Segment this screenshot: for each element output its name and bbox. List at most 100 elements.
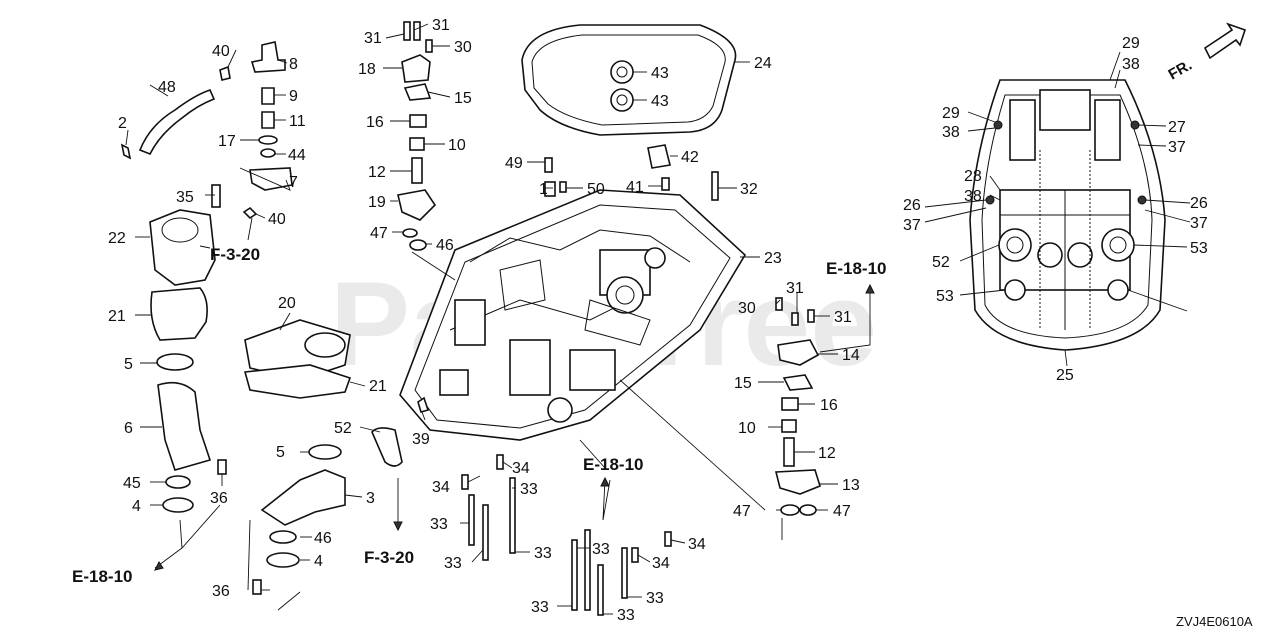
part-label: 1 xyxy=(539,181,548,198)
part-label: 35 xyxy=(176,189,194,206)
hose-part-48 xyxy=(138,89,216,156)
part-label: 43 xyxy=(651,93,669,110)
part-label: 9 xyxy=(289,88,298,105)
cap-part-42 xyxy=(647,144,671,169)
part-label: 16 xyxy=(820,397,838,414)
oring-part-5-left xyxy=(156,353,194,371)
part-label: 37 xyxy=(1190,215,1208,232)
part-label: 26 xyxy=(903,197,921,214)
pin-part-41 xyxy=(661,177,670,191)
part-label: 34 xyxy=(688,536,706,553)
part-label: 46 xyxy=(436,237,454,254)
part-label: 44 xyxy=(288,147,306,164)
part-label: 6 xyxy=(124,420,133,437)
clip-part-40-top xyxy=(219,65,231,81)
part-label: 31 xyxy=(364,30,382,47)
part-label: 34 xyxy=(652,555,670,572)
part-label: 52 xyxy=(932,254,950,271)
part-label: 13 xyxy=(842,477,860,494)
front-direction-label: FR. xyxy=(1166,57,1195,84)
elbow-part-3 xyxy=(260,469,346,526)
part-label: 8 xyxy=(289,56,298,73)
part-label: 12 xyxy=(368,164,386,181)
ref-label-f-3-20: F-3-20 xyxy=(364,548,414,567)
part-label: 33 xyxy=(430,516,448,533)
part-number-labels: 40 48 2 8 9 11 17 44 7 35 40 22 21 20 5 … xyxy=(108,17,1208,624)
part-label: 15 xyxy=(454,90,472,107)
part-label: 12 xyxy=(818,445,836,462)
part-label: 33 xyxy=(531,599,549,616)
part-label: 33 xyxy=(534,545,552,562)
diagram-code: ZVJ4E0610A xyxy=(1176,614,1253,629)
part-label: 4 xyxy=(132,498,141,515)
part-label: 49 xyxy=(505,155,523,172)
bolt-part-49 xyxy=(544,157,553,173)
part-label: 25 xyxy=(1056,367,1074,384)
part-label: 47 xyxy=(833,503,851,520)
oring-part-5-mid xyxy=(308,444,342,460)
part-label: 28 xyxy=(964,168,982,185)
part-label: 43 xyxy=(651,65,669,82)
part-label: 45 xyxy=(123,475,141,492)
part-label: 30 xyxy=(454,39,472,56)
ref-label-e-18-10: E-18-10 xyxy=(826,259,886,278)
part-label: 26 xyxy=(1190,195,1208,212)
valve-stack-parts-8-to-7 xyxy=(211,41,293,220)
part-label: 38 xyxy=(1122,56,1140,73)
part-label: 2 xyxy=(118,115,127,132)
pin-part-1 xyxy=(544,181,556,197)
part-label: 10 xyxy=(448,137,466,154)
part-label: 52 xyxy=(334,420,352,437)
part-label: 31 xyxy=(432,17,450,34)
ref-label-f-3-20: F-3-20 xyxy=(210,245,260,264)
part-label: 38 xyxy=(942,124,960,141)
part-label: 40 xyxy=(212,43,230,60)
part-label: 29 xyxy=(1122,35,1140,52)
part-label: 23 xyxy=(764,250,782,267)
part-label: 53 xyxy=(936,288,954,305)
housing-part-22 xyxy=(149,209,216,286)
part-label: 33 xyxy=(520,481,538,498)
part-label: 20 xyxy=(278,295,296,312)
gasket-part-24 xyxy=(521,24,737,136)
gasket-part-21-left xyxy=(150,287,208,341)
ref-label-e-18-10: E-18-10 xyxy=(72,567,132,586)
clip-part-2 xyxy=(120,143,132,160)
part-label: 5 xyxy=(276,444,285,461)
leader-lines xyxy=(125,23,1191,615)
part-label: 53 xyxy=(1190,240,1208,257)
part-label: 32 xyxy=(740,181,758,198)
seal-part-4-mid xyxy=(266,552,300,568)
main-case-part-23 xyxy=(399,189,747,441)
part-label: 30 xyxy=(738,300,756,317)
part-label: 31 xyxy=(786,280,804,297)
part-label: 36 xyxy=(210,490,228,507)
valve-stack-parts-18-to-46 xyxy=(397,21,437,251)
stud-part-32 xyxy=(711,171,719,201)
part-label: 46 xyxy=(314,530,332,547)
part-label: 5 xyxy=(124,356,133,373)
part-label: 21 xyxy=(108,308,126,325)
seal-part-4-left xyxy=(162,497,194,513)
part-label: 18 xyxy=(358,61,376,78)
front-direction-indicator: FR. xyxy=(1166,22,1247,84)
reference-arrows xyxy=(154,245,875,571)
valve-stack-parts-30-to-47 xyxy=(774,297,821,516)
part-label: 33 xyxy=(444,555,462,572)
hose-part-51 xyxy=(371,427,403,467)
oring-part-45-mid xyxy=(269,530,297,544)
part-label: 33 xyxy=(592,541,610,558)
part-label: 33 xyxy=(617,607,635,624)
part-label: 39 xyxy=(412,431,430,448)
part-label: 47 xyxy=(370,225,388,242)
elbow-part-6 xyxy=(157,381,212,471)
part-label: 14 xyxy=(842,347,860,364)
part-label: 37 xyxy=(903,217,921,234)
case-top-view-part-25 xyxy=(969,79,1166,351)
part-label: 48 xyxy=(158,79,176,96)
part-label: 33 xyxy=(646,590,664,607)
part-label: 3 xyxy=(366,490,375,507)
part-label: 40 xyxy=(268,211,286,228)
